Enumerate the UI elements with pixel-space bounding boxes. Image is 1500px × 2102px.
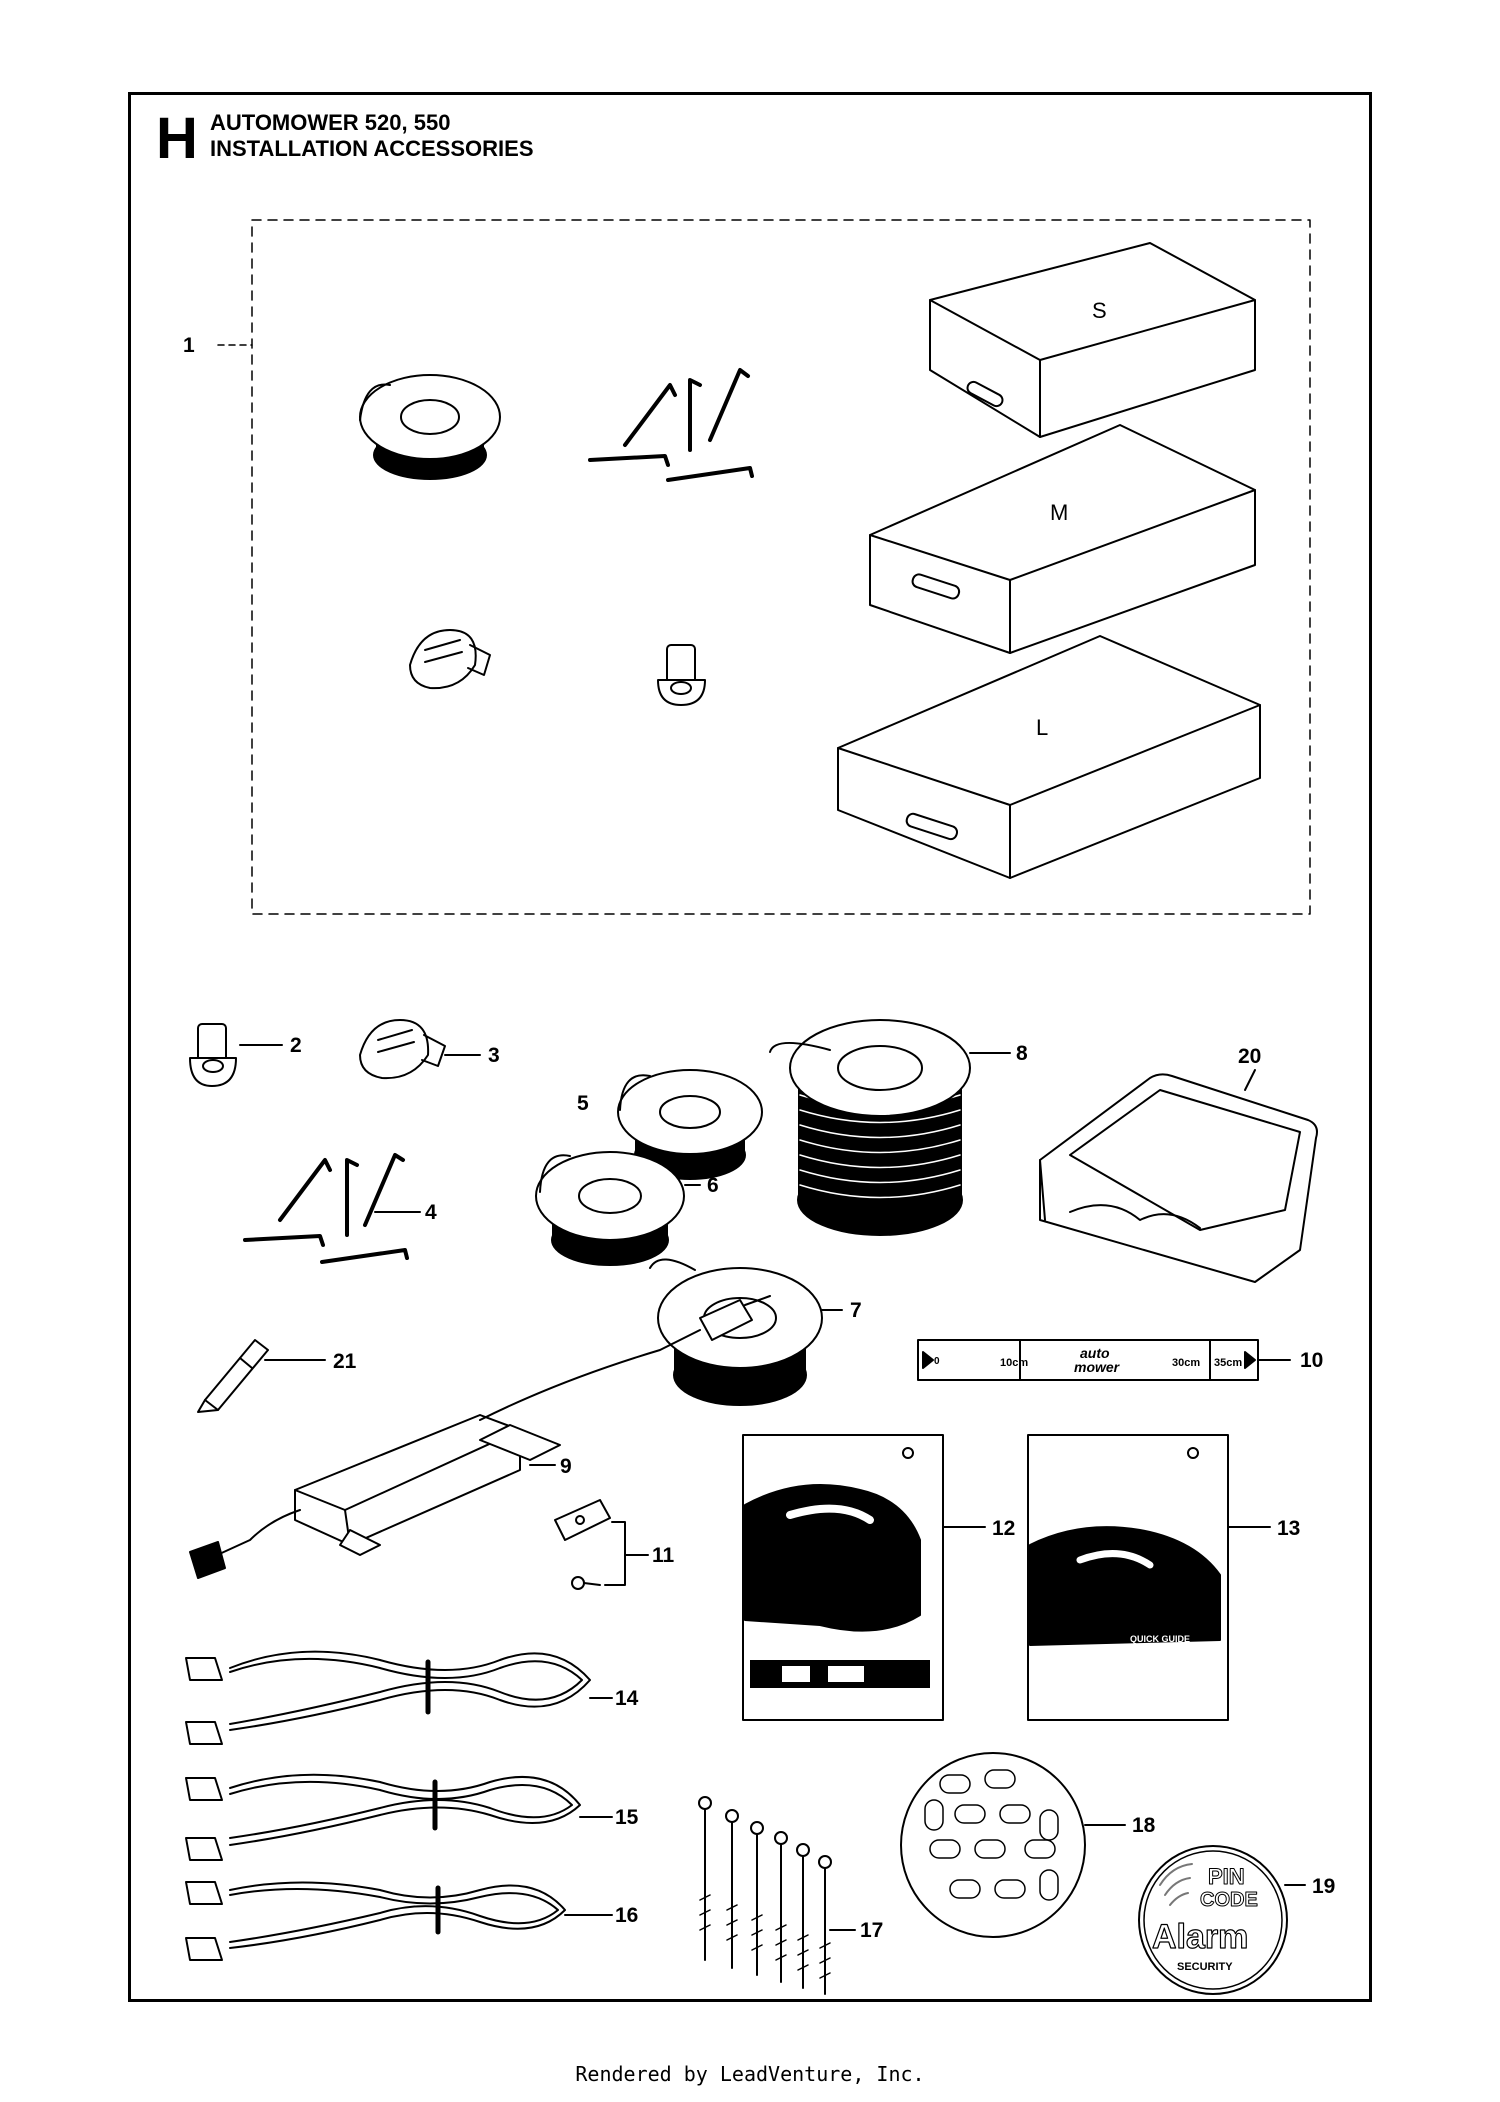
part-14-cable-icon (185, 1650, 613, 1745)
callout-2: 2 (290, 1034, 302, 1057)
box-medium: M (869, 424, 1256, 654)
callout-1: 1 (183, 334, 195, 357)
part-3-coupler-icon (359, 1019, 481, 1080)
part-7-wire-spool-icon (649, 1258, 843, 1406)
part-16-cable-icon (185, 1881, 613, 1961)
footer-credit: Rendered by LeadVenture, Inc. (575, 2062, 925, 2086)
part-4-pegs-icon (243, 1153, 409, 1264)
callout-14: 14 (615, 1687, 639, 1710)
ruler-35cm: 35cm (1214, 1357, 1242, 1369)
part-19-alarm-sticker-icon: PIN CODE Alarm SECURITY (1138, 1845, 1306, 1995)
part-10-ruler-icon: 0 10cm auto mower 30cm 35cm (917, 1339, 1291, 1381)
kit-coupler-icon (409, 629, 491, 690)
quick-guide-title: QUICK GUIDE (1130, 1634, 1190, 1644)
part-13-quick-guide-icon: QUICK GUIDE (1027, 1434, 1271, 1721)
callout-4: 4 (425, 1201, 437, 1224)
callout-8: 8 (1016, 1042, 1028, 1065)
part-8-wire-reel-icon (769, 1019, 1011, 1236)
part-21-screwdriver-bit-icon (197, 1339, 326, 1413)
kit-pegs-icon (588, 368, 754, 482)
callout-3: 3 (488, 1044, 500, 1067)
part-2-connector-icon (189, 1023, 283, 1087)
sticker-alarm: Alarm (1152, 1918, 1248, 1956)
sticker-pin: PIN (1208, 1864, 1245, 1889)
callout-21: 21 (333, 1350, 357, 1373)
sticker-security: SECURITY (1177, 1961, 1233, 1973)
sticker-code: CODE (1200, 1889, 1258, 1911)
box-label-small: S (1092, 298, 1107, 323)
section-letter: H (156, 106, 198, 171)
callout-18: 18 (1132, 1814, 1156, 1837)
callout-6: 6 (707, 1174, 719, 1197)
title-section: INSTALLATION ACCESSORIES (210, 136, 534, 161)
part-9-power-supply-icon (189, 1295, 771, 1579)
part-6-wire-spool-icon (535, 1151, 701, 1266)
box-large: L (837, 635, 1261, 879)
part-18-template-disc-icon (900, 1752, 1126, 1938)
callout-20: 20 (1238, 1045, 1261, 1068)
callout-19: 19 (1312, 1875, 1335, 1898)
ruler-brand-1: auto (1080, 1345, 1110, 1361)
part-17-screws-icon (698, 1796, 856, 1995)
title-model: AUTOMOWER 520, 550 (210, 110, 451, 135)
kit-wire-spool-icon (359, 374, 501, 480)
callout-11: 11 (652, 1544, 675, 1567)
ruler-zero: 0 (934, 1356, 940, 1367)
part-15-cable-icon (185, 1773, 613, 1861)
drawing-frame (128, 92, 1372, 2002)
callout-12: 12 (992, 1517, 1015, 1540)
callout-15: 15 (615, 1806, 639, 1829)
part-11-bracket-screw-icon (554, 1499, 649, 1590)
callout-13: 13 (1277, 1517, 1300, 1540)
callout-17: 17 (860, 1919, 883, 1942)
box-small: S (929, 242, 1256, 438)
callout-9: 9 (560, 1455, 572, 1478)
box-label-large: L (1036, 715, 1048, 740)
callout-16: 16 (615, 1904, 638, 1927)
kit-connector-icon (657, 644, 706, 706)
ruler-brand-2: mower (1074, 1359, 1121, 1375)
box-label-medium: M (1050, 500, 1068, 525)
kit-dashed-region (251, 219, 1311, 915)
callout-5: 5 (577, 1092, 589, 1115)
ruler-10cm: 10cm (1000, 1357, 1028, 1369)
ruler-30cm: 30cm (1172, 1357, 1200, 1369)
callout-7: 7 (850, 1299, 862, 1322)
part-12-manual-icon (742, 1434, 986, 1721)
callout-10: 10 (1300, 1349, 1323, 1372)
part-20-case-icon (1039, 1069, 1318, 1283)
